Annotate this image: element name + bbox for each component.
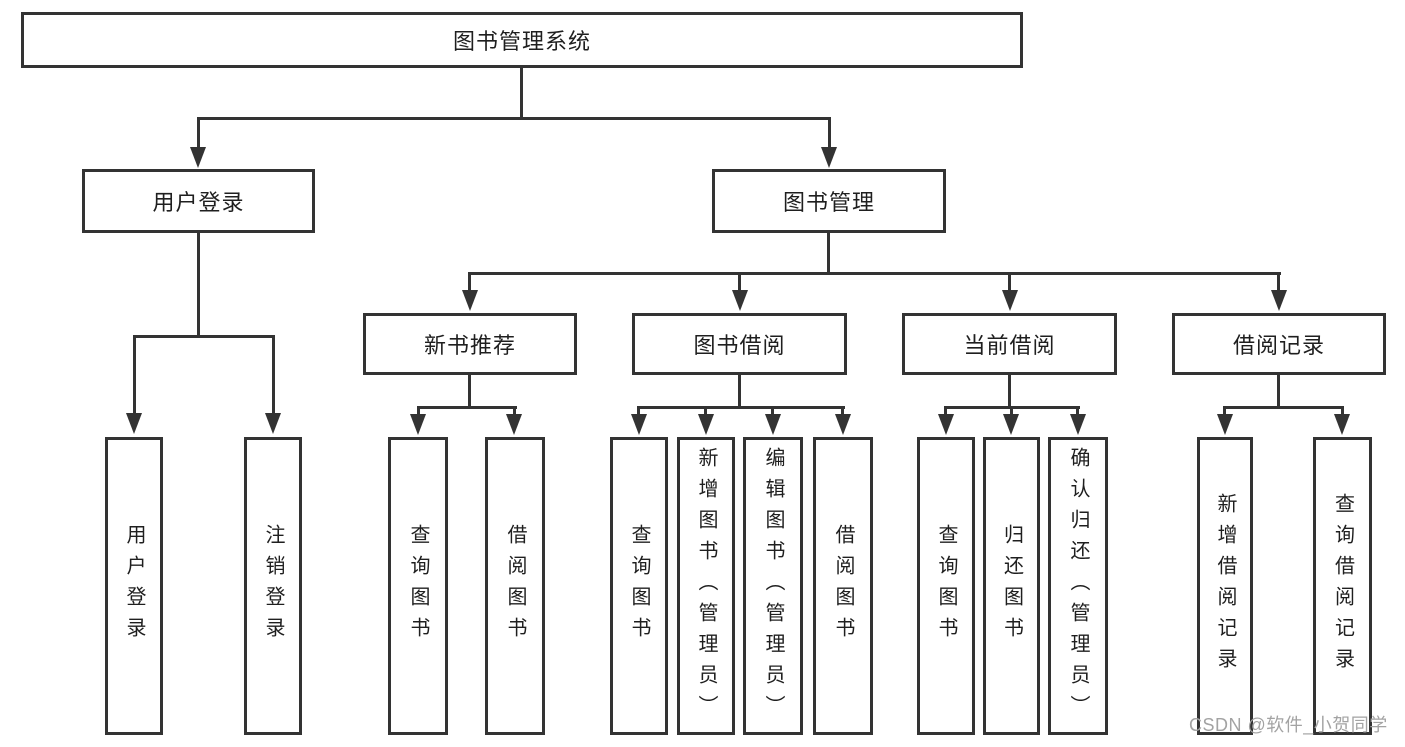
connector-drop-leaf: [771, 406, 774, 416]
connector-drop-leaf: [1223, 406, 1226, 416]
connector-book-mgmt-stem: [827, 233, 830, 275]
leaf-label: 新增图书（管理员）: [695, 446, 717, 726]
arrowhead-down-icon: [1217, 414, 1233, 435]
node-current-borrow: 当前借阅: [902, 313, 1117, 375]
arrowhead-down-icon: [765, 414, 781, 435]
arrowhead-down-icon: [410, 414, 426, 435]
arrowhead-down-icon: [1271, 290, 1287, 311]
leaf-label: 用户登录: [123, 524, 145, 648]
connector-drop-leaf: [417, 406, 420, 416]
leaf-label: 借阅图书: [832, 524, 854, 648]
connector-drop-level3: [468, 272, 471, 292]
node-book-borrow: 图书借阅: [632, 313, 847, 375]
connector-level2-rail: [468, 272, 1281, 275]
node-user-login: 用户登录: [82, 169, 315, 233]
connector-drop-leaf: [637, 406, 640, 416]
leaf-add-book-admin: 新增图书（管理员）: [677, 437, 735, 735]
connector-borrow-record-stem: [1277, 375, 1280, 408]
connector-root-stem: [520, 68, 523, 118]
arrowhead-down-icon: [1070, 414, 1086, 435]
leaf-logout: 注销登录: [244, 437, 302, 735]
arrowhead-down-icon: [1002, 290, 1018, 311]
connector-drop-level3: [1008, 272, 1011, 292]
connector-drop-leaf: [704, 406, 707, 416]
connector-drop-leaf: [944, 406, 947, 416]
leaf-label: 查询图书: [935, 524, 957, 648]
connector-user-login-stem: [197, 233, 200, 337]
arrowhead-down-icon: [938, 414, 954, 435]
arrowhead-down-icon: [1334, 414, 1350, 435]
leaf-query-book-2: 查询图书: [610, 437, 668, 735]
connector-drop-leaf: [1010, 406, 1013, 416]
connector-drop-leaf: [1076, 406, 1079, 416]
leaf-label: 新增借阅记录: [1214, 493, 1236, 679]
arrowhead-down-icon: [190, 147, 206, 168]
leaf-query-borrow-record: 查询借阅记录: [1313, 437, 1372, 735]
leaf-label: 查询图书: [407, 524, 429, 648]
connector-new-book-stem: [468, 375, 471, 408]
leaf-return-book: 归还图书: [983, 437, 1040, 735]
arrowhead-down-icon: [732, 290, 748, 311]
arrowhead-down-icon: [835, 414, 851, 435]
node-book-borrow-label: 图书借阅: [693, 333, 786, 358]
leaf-label: 确认归还（管理员）: [1067, 446, 1089, 726]
leaf-label: 归还图书: [1000, 524, 1023, 648]
leaf-user-login: 用户登录: [105, 437, 163, 735]
arrowhead-down-icon: [1003, 414, 1019, 435]
leaf-edit-book-admin: 编辑图书（管理员）: [743, 437, 803, 735]
arrowhead-down-icon: [126, 413, 142, 434]
leaf-label: 借阅图书: [504, 524, 526, 648]
arrowhead-down-icon: [506, 414, 522, 435]
connector-drop-leaf: [513, 406, 516, 416]
node-current-borrow-label: 当前借阅: [963, 333, 1056, 358]
arrowhead-down-icon: [265, 413, 281, 434]
csdn-watermark: CSDN @软件_小贺同学: [1189, 715, 1388, 735]
node-book-mgmt: 图书管理: [712, 169, 946, 233]
node-borrow-record-label: 借阅记录: [1232, 333, 1325, 358]
connector-drop-level3: [1277, 272, 1280, 292]
arrowhead-down-icon: [462, 290, 478, 311]
leaf-label: 注销登录: [262, 524, 284, 648]
connector-level1-rail: [198, 117, 831, 120]
connector-new-book-rail: [417, 406, 517, 409]
leaf-label: 查询借阅记录: [1331, 493, 1354, 679]
leaf-add-borrow-record: 新增借阅记录: [1197, 437, 1253, 735]
connector-book-borrow-stem: [738, 375, 741, 408]
leaf-borrow-book-1: 借阅图书: [485, 437, 545, 735]
connector-drop-leaf: [1341, 406, 1344, 416]
connector-drop-leaf: [841, 406, 844, 416]
leaf-query-book-1: 查询图书: [388, 437, 448, 735]
connector-book-borrow-rail: [638, 406, 845, 409]
node-borrow-record: 借阅记录: [1172, 313, 1386, 375]
leaf-confirm-return-admin: 确认归还（管理员）: [1048, 437, 1108, 735]
node-new-book: 新书推荐: [363, 313, 577, 375]
connector-drop-book-mgmt: [828, 117, 831, 150]
node-root-label: 图书管理系统: [452, 29, 591, 54]
leaf-label: 编辑图书（管理员）: [762, 446, 784, 726]
connector-borrow-record-rail: [1223, 406, 1344, 409]
connector-current-borrow-stem: [1008, 375, 1011, 408]
arrowhead-down-icon: [631, 414, 647, 435]
node-user-login-label: 用户登录: [152, 190, 245, 215]
node-root: 图书管理系统: [21, 12, 1023, 68]
leaf-query-book-3: 查询图书: [917, 437, 975, 735]
connector-drop-leaf: [272, 335, 275, 417]
connector-user-login-rail: [133, 335, 275, 338]
node-new-book-label: 新书推荐: [423, 333, 516, 358]
connector-drop-leaf: [133, 335, 136, 417]
node-book-mgmt-label: 图书管理: [782, 190, 875, 215]
connector-drop-user-login: [197, 117, 200, 150]
connector-drop-level3: [738, 272, 741, 292]
leaf-borrow-book-2: 借阅图书: [813, 437, 873, 735]
arrowhead-down-icon: [821, 147, 837, 168]
arrowhead-down-icon: [698, 414, 714, 435]
leaf-label: 查询图书: [628, 524, 650, 648]
